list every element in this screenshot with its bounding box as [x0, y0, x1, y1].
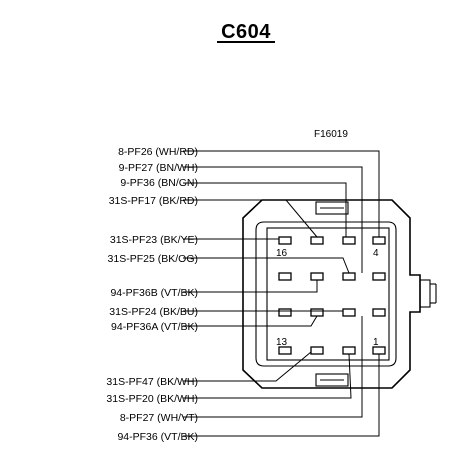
pin-cavity [342, 272, 356, 281]
wire-leader [183, 166, 363, 273]
wire-leader [183, 150, 380, 237]
wire-leader [183, 315, 318, 327]
pin-cavity [342, 346, 356, 355]
connector-inner-wall [255, 221, 397, 367]
pin-cavity [278, 308, 292, 317]
wire-leader [183, 199, 318, 238]
pin-number-4: 4 [373, 248, 379, 259]
wire-label: 31S-PF23 (BK/YE) [110, 234, 198, 246]
pin-cavity [278, 236, 292, 245]
pin-cavity [310, 346, 324, 355]
pin-cavity [372, 308, 386, 317]
wire-label: 94-PF36B (VT/BK) [110, 287, 198, 299]
pin-cavity [372, 346, 386, 355]
wire-label: 31S-PF47 (BK/WH) [106, 376, 198, 388]
pin-cavity [278, 272, 292, 281]
figure-code: F16019 [314, 129, 348, 140]
wire-label: 31S-PF17 (BK/RD) [109, 195, 198, 207]
wire-label: 31S-PF24 (BK/BU) [109, 306, 198, 318]
wire-label: 9-PF36 (BN/GN) [120, 177, 198, 189]
wire-label: 31S-PF20 (BK/WH) [106, 393, 198, 405]
connector-key-bottom [315, 373, 349, 387]
wire-label: 9-PF27 (BN/WH) [119, 162, 198, 174]
wire-leader [183, 353, 352, 399]
connector-title: C604 [221, 21, 271, 43]
wire-leader [183, 354, 380, 437]
wire-label: 94-PF36 (VT/BK) [117, 431, 198, 443]
wire-leader [183, 316, 363, 418]
pin-cavity [342, 308, 356, 317]
pin-number-13: 13 [276, 337, 288, 348]
wire-leader [183, 257, 350, 274]
pin-number-1: 1 [373, 337, 379, 348]
wire-label: 8-PF26 (WH/RD) [118, 146, 198, 158]
pin-cavity [310, 272, 324, 281]
wire-label: 94-PF36A (VT/BK) [111, 321, 198, 333]
wire-label: 8-PF27 (WH/VT) [120, 412, 198, 424]
pin-field-frame [266, 227, 390, 361]
wire-label: 31S-PF25 (BK/OG) [108, 253, 198, 265]
pin-cavity [372, 272, 386, 281]
pin-cavity [310, 308, 324, 317]
wire-leader [183, 280, 318, 293]
pin-cavity [278, 346, 292, 355]
pin-cavity [372, 236, 386, 245]
connector-key-top [315, 201, 349, 215]
connector-side-latch [419, 279, 431, 308]
pin-number-16: 16 [276, 248, 288, 259]
pin-cavity [342, 236, 356, 245]
wire-leader [183, 182, 347, 237]
wire-leader [183, 351, 312, 382]
pin-cavity [310, 236, 324, 245]
connector-housing [242, 199, 421, 389]
